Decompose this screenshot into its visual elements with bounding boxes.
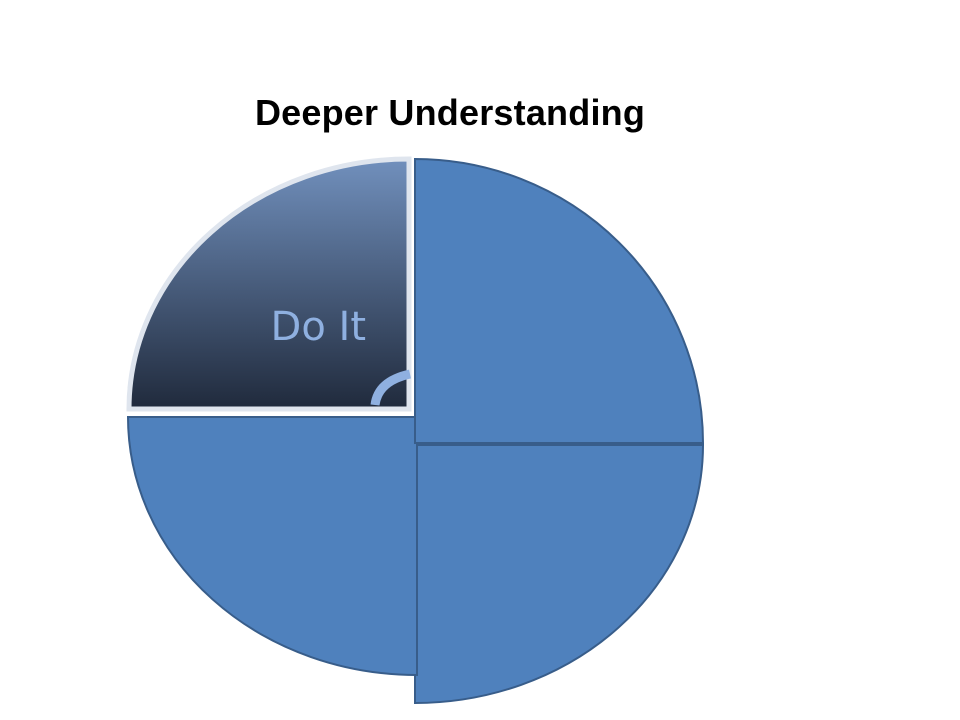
cycle-segment-bottom-right [414,444,705,705]
slide-title: Deeper Understanding [254,92,646,133]
cycle-segment-label: Do It [271,304,366,350]
cycle-arrow-icon [370,369,412,406]
cycle-segment-top-right [414,157,705,444]
cycle-segment-bottom-left [126,416,418,677]
cycle-segment-top-left [126,156,412,412]
